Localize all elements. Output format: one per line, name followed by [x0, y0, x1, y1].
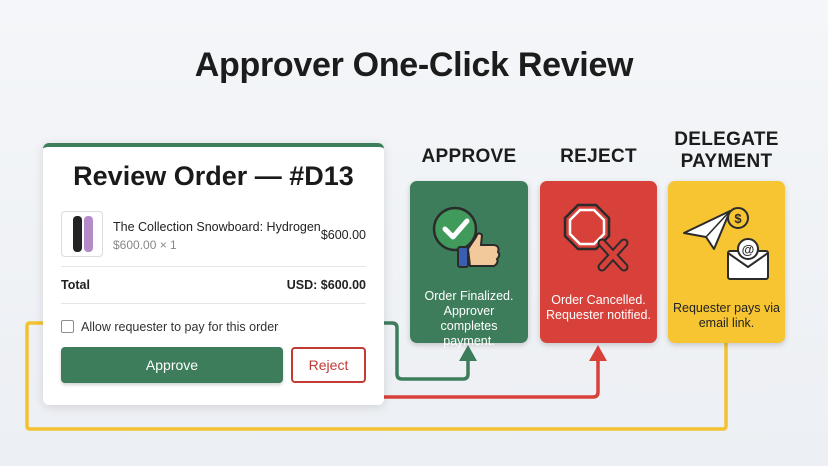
product-price: $600.00 [320, 228, 366, 242]
check-thumbs-up-icon [432, 206, 501, 268]
delegate-heading: DELEGATE PAYMENT [674, 129, 779, 172]
approve-heading: APPROVE [421, 146, 517, 167]
product-name: The Collection Snowboard: Hydrogen [113, 220, 321, 234]
svg-text:@: @ [742, 242, 755, 257]
svg-text:$: $ [734, 211, 742, 226]
page-title: Approver One-Click Review [194, 46, 634, 84]
approve-outcome-text: Order Finalized. Approver completes paym… [424, 289, 514, 348]
snowboard-image [84, 216, 93, 252]
reject-button[interactable]: Reject [291, 347, 366, 383]
approve-connector [283, 321, 470, 381]
snowboard-image [73, 216, 82, 252]
delegate-outcome-tile: $ @ Requester pays via email link. [668, 181, 785, 343]
approve-outcome-tile: Order Finalized. Approver completes paym… [410, 181, 528, 348]
delegate-connector [25, 321, 728, 431]
reject-outcome-tile: Order Cancelled. Requester notified. [540, 181, 657, 343]
review-order-card: Review Order — #D13 The Collection Snowb… [43, 143, 384, 405]
delegate-outcome-text: Requester pays via email link. [672, 301, 780, 330]
card-title: Review Order — #D13 [73, 161, 354, 191]
total-label: Total [61, 278, 90, 292]
product-quantity: $600.00 × 1 [113, 238, 177, 252]
paper-plane-money-email-icon: $ @ [683, 207, 769, 280]
total-value: USD: $600.00 [286, 278, 366, 292]
checkbox-label: Allow requester to pay for this order [81, 320, 279, 334]
reject-heading: REJECT [560, 146, 637, 167]
approve-button[interactable]: Approve [61, 347, 283, 383]
allow-requester-pay-checkbox[interactable] [61, 320, 74, 333]
divider [61, 266, 366, 267]
stop-x-icon [563, 203, 629, 272]
divider [61, 303, 366, 304]
product-thumbnail [61, 211, 103, 257]
reject-outcome-text: Order Cancelled. Requester notified. [546, 293, 651, 322]
